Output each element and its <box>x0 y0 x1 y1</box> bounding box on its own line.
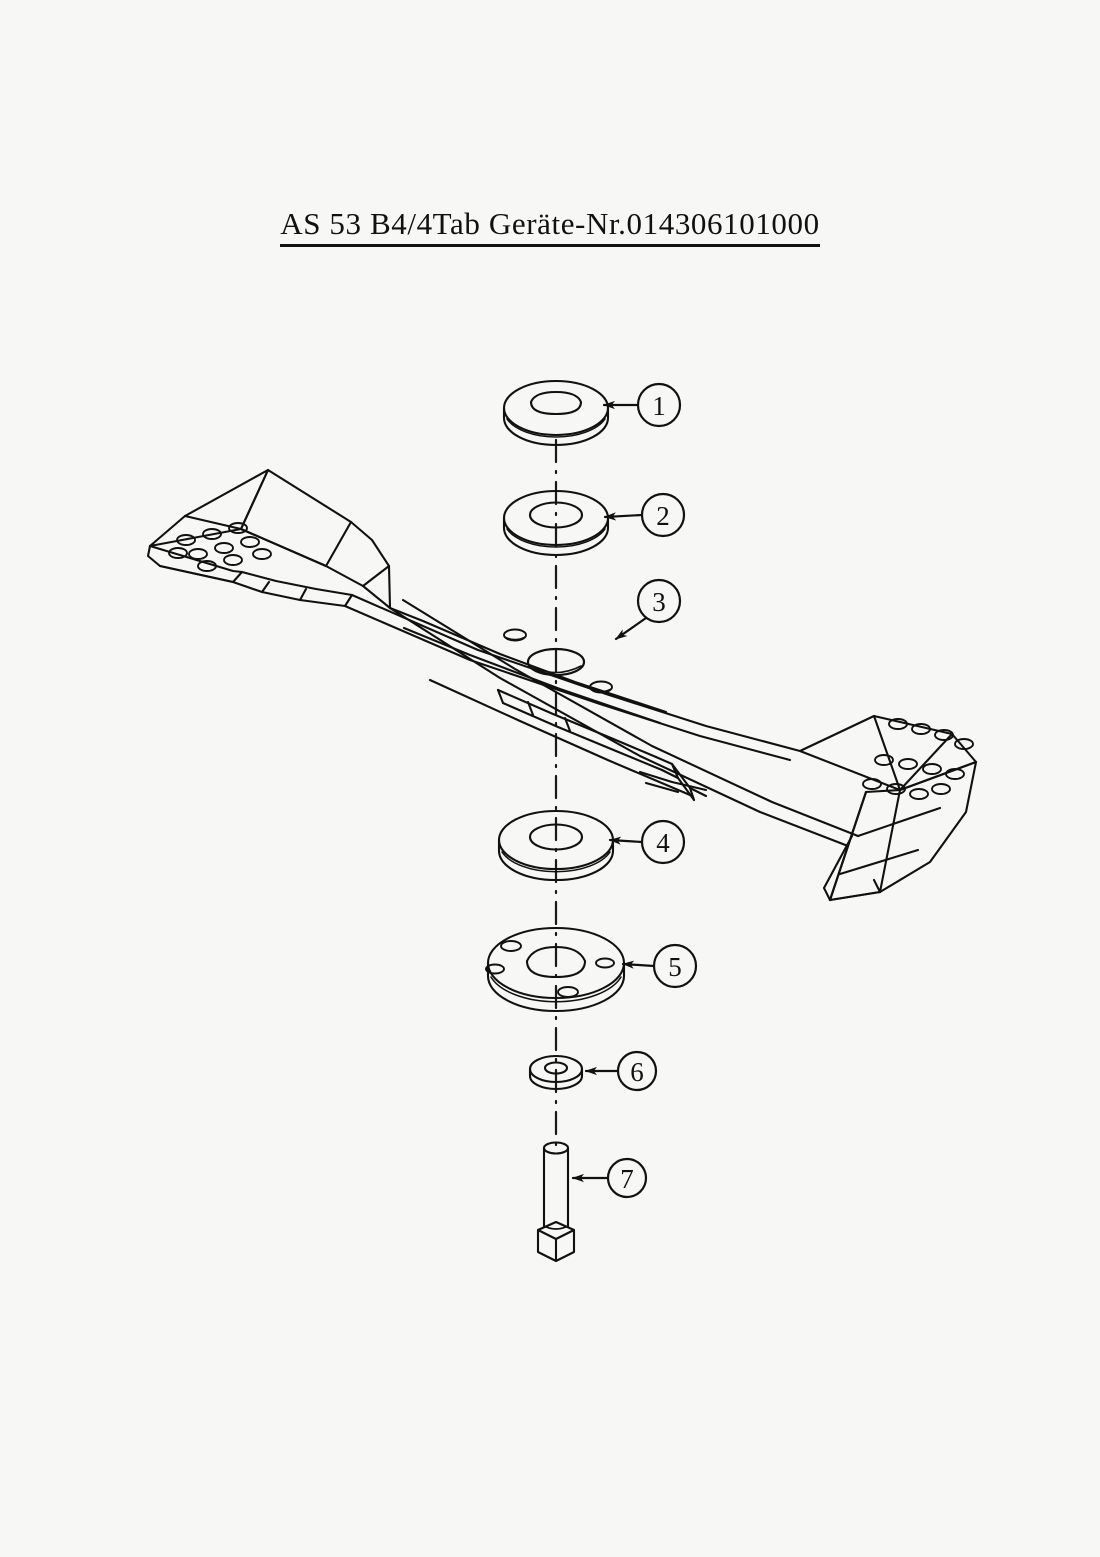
callout-1-number: 1 <box>652 391 666 421</box>
callout-6-number: 6 <box>630 1057 644 1087</box>
callout-2[interactable] <box>603 492 686 538</box>
part-small-washer <box>528 1054 584 1091</box>
callout-7[interactable] <box>571 1157 648 1199</box>
callout-4[interactable] <box>608 819 686 865</box>
page-title: AS 53 B4/4Tab Geräte-Nr.014306101000 <box>0 206 1100 247</box>
callout-6[interactable] <box>584 1050 658 1092</box>
callout-1[interactable] <box>602 382 682 428</box>
part-cutting-blade <box>146 468 978 902</box>
callout-2-number: 2 <box>656 501 670 531</box>
part-blade-adapter-hub <box>485 926 626 1013</box>
callout-group <box>571 382 698 1199</box>
callout-5-number: 5 <box>668 952 682 982</box>
callout-3[interactable] <box>614 578 682 641</box>
callout-5[interactable] <box>621 943 698 989</box>
page-title-text: AS 53 B4/4Tab Geräte-Nr.014306101000 <box>280 206 820 247</box>
callout-3-number: 3 <box>652 587 666 617</box>
part-flat-washer-1 <box>502 379 610 447</box>
part-hex-head-bolt <box>536 1141 576 1263</box>
callout-7-number: 7 <box>620 1164 634 1194</box>
callout-4-number: 4 <box>656 828 670 858</box>
